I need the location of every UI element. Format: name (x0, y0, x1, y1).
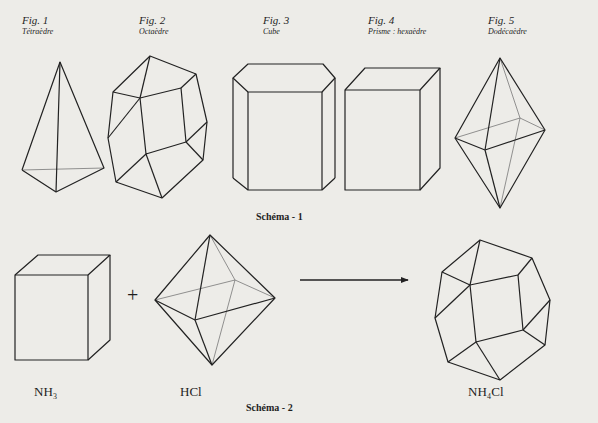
figure-number: Fig. 3 (263, 14, 289, 27)
rhombic-solid-figure (435, 240, 550, 380)
figure-panel: Fig. 5Dodécaèdre (452, 14, 552, 200)
figure-number: Fig. 2 (139, 14, 165, 27)
figure-panel: Fig. 3Cube (228, 14, 340, 200)
figure-caption: Schéma - 2 (246, 402, 293, 413)
figure-panel: Fig. 2Octaèdre (105, 14, 210, 200)
reaction-arrow (300, 279, 408, 280)
figure-panel: Fig. 4Prisme : hexaèdre (342, 14, 448, 200)
rhombic-solid-figure (108, 56, 207, 198)
hexagonal-prism-figure (233, 64, 335, 190)
figure-caption: Schéma - 1 (256, 211, 303, 222)
figure-title: Cube (263, 27, 280, 36)
compound-figure: NH₄Cl (428, 235, 558, 400)
figure-number: Fig. 4 (368, 14, 394, 27)
figure-number: Fig. 1 (22, 14, 48, 27)
formula-label: NH₃ (34, 385, 57, 400)
octahedron-figure (155, 235, 275, 365)
box-figure (15, 255, 110, 360)
tetrahedron-figure (22, 62, 104, 192)
figure-title: Octaèdre (139, 27, 168, 36)
figure-number: Fig. 5 (488, 14, 514, 27)
formula-label: HCl (180, 385, 202, 400)
plus-sign: + (127, 284, 138, 306)
figure-title: Prisme : hexaèdre (368, 27, 426, 36)
figure-title: Tétraèdre (22, 27, 53, 36)
compound-figure: HCl (150, 230, 280, 400)
compound-figure: NH₃ (10, 250, 115, 400)
figure-panel: Fig. 1Tétraèdre (15, 14, 110, 200)
formula-label: NH₄Cl (468, 385, 504, 400)
figure-title: Dodécaèdre (488, 27, 527, 36)
octahedron-figure (455, 58, 545, 208)
cube-figure (345, 68, 440, 190)
